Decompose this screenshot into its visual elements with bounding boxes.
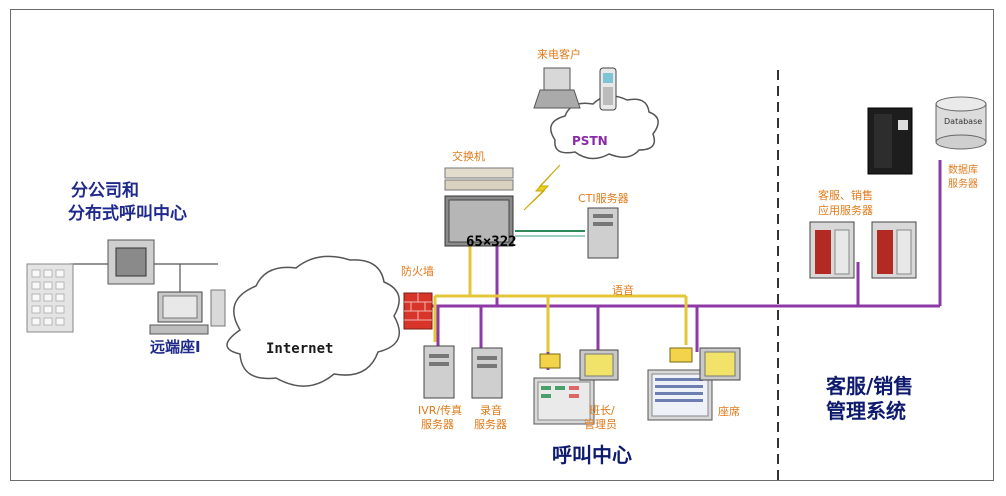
branch-building-icon: [26, 263, 74, 333]
desk-phone-icon: [533, 67, 581, 109]
ivr-label-line2: 服务器: [421, 418, 454, 431]
branch-server-icon: [107, 239, 155, 285]
app-server-1-icon: [809, 221, 855, 279]
tower-server-icon: [867, 107, 913, 175]
switch-icon: [444, 167, 514, 247]
mobile-phone-icon: [599, 67, 617, 111]
recording-label-line1: 录音: [480, 404, 502, 417]
internet-cloud: [226, 255, 400, 387]
internet-label: Internet: [266, 341, 334, 357]
firewall-icon: [403, 292, 433, 330]
recording-label-line2: 服务器: [474, 418, 507, 431]
lightning-icon: [523, 164, 561, 211]
cti-label: CTI服务器: [578, 192, 629, 205]
supervisor-workstation-icon: [533, 349, 619, 425]
cti-server-icon: [587, 207, 619, 259]
ivr-label-line1: IVR/传真: [418, 404, 463, 417]
database-icon-label: Database: [944, 117, 983, 126]
switch-label: 交换机: [452, 150, 485, 163]
callcenter-label: 呼叫中心: [552, 443, 632, 467]
voice-line: [433, 240, 688, 352]
voice-label: 语音: [612, 284, 634, 297]
caller-label: 来电客户: [537, 48, 581, 61]
database-icon: [935, 96, 987, 150]
supervisor-label-line1: 班长/: [589, 404, 615, 417]
supervisor-label-line2: 管理员: [584, 418, 617, 431]
remote-pc-icon: [149, 291, 209, 335]
crm-label-line2: 管理系统: [826, 399, 906, 423]
app-server-2-icon: [871, 221, 917, 279]
agent-label: 座席: [718, 405, 740, 418]
switch-caption: 65×322: [466, 234, 517, 250]
app-server-label-line2: 应用服务器: [818, 204, 873, 217]
db-label-line2: 服务器: [948, 179, 978, 190]
branch-label-line2: 分布式呼叫中心: [68, 204, 187, 224]
ivr-server-icon: [423, 345, 455, 399]
branch-label-line1: 分公司和: [71, 181, 139, 201]
app-server-label-line1: 客服、销售: [818, 189, 873, 202]
db-label-line1: 数据库: [948, 165, 978, 176]
firewall-label: 防火墙: [401, 265, 434, 278]
recording-server-icon: [471, 347, 503, 399]
pstn-label: PSTN: [572, 134, 608, 148]
cti-link: [515, 230, 585, 237]
agent-workstation-icon: [647, 347, 741, 421]
crm-label-line1: 客服/销售: [826, 374, 914, 398]
remote-agent-label: 远端座I: [150, 338, 201, 356]
remote-side-device: [210, 289, 226, 327]
